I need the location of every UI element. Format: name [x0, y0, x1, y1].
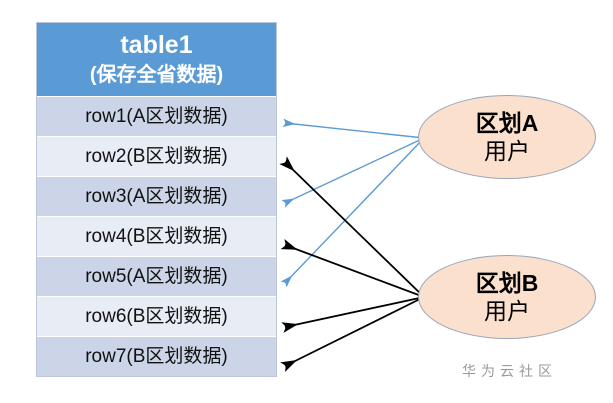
actor-a-label-line1: 区划A [475, 110, 539, 136]
arrow-b-to-row2 [279, 156, 425, 298]
table-row: row6(B区划数据) [37, 296, 276, 336]
table-header: table1 (保存全省数据) [37, 23, 276, 96]
arrow-b-to-row4 [280, 238, 425, 298]
actor-b-label-line2: 用户 [484, 298, 530, 324]
actor-ellipse-district-b: 区划B 用户 [418, 255, 596, 339]
table-row: row1(A区划数据) [37, 96, 276, 136]
arrow-a-to-row1 [282, 118, 425, 139]
table1-box: table1 (保存全省数据) row1(A区划数据) row2(B区划数据) … [36, 22, 277, 377]
table-row: row5(A区划数据) [37, 256, 276, 296]
table-row: row3(A区划数据) [37, 176, 276, 216]
table-subtitle: (保存全省数据) [89, 64, 224, 86]
arrow-a-to-row5 [280, 137, 425, 288]
table-row: row4(B区划数据) [37, 216, 276, 256]
actor-ellipse-district-a: 区划A 用户 [418, 95, 596, 179]
actor-a-label-line2: 用户 [484, 138, 530, 164]
arrow-b-to-row6 [281, 296, 425, 333]
table-title: table1 [120, 31, 193, 59]
arrow-b-to-row7 [280, 296, 425, 373]
table-row: row2(B区划数据) [37, 136, 276, 176]
watermark-text: 华为云社区 [462, 363, 557, 379]
table-row: row7(B区划数据) [37, 336, 276, 376]
actor-b-label-line1: 区划B [475, 270, 539, 296]
arrow-a-to-row3 [281, 137, 425, 208]
